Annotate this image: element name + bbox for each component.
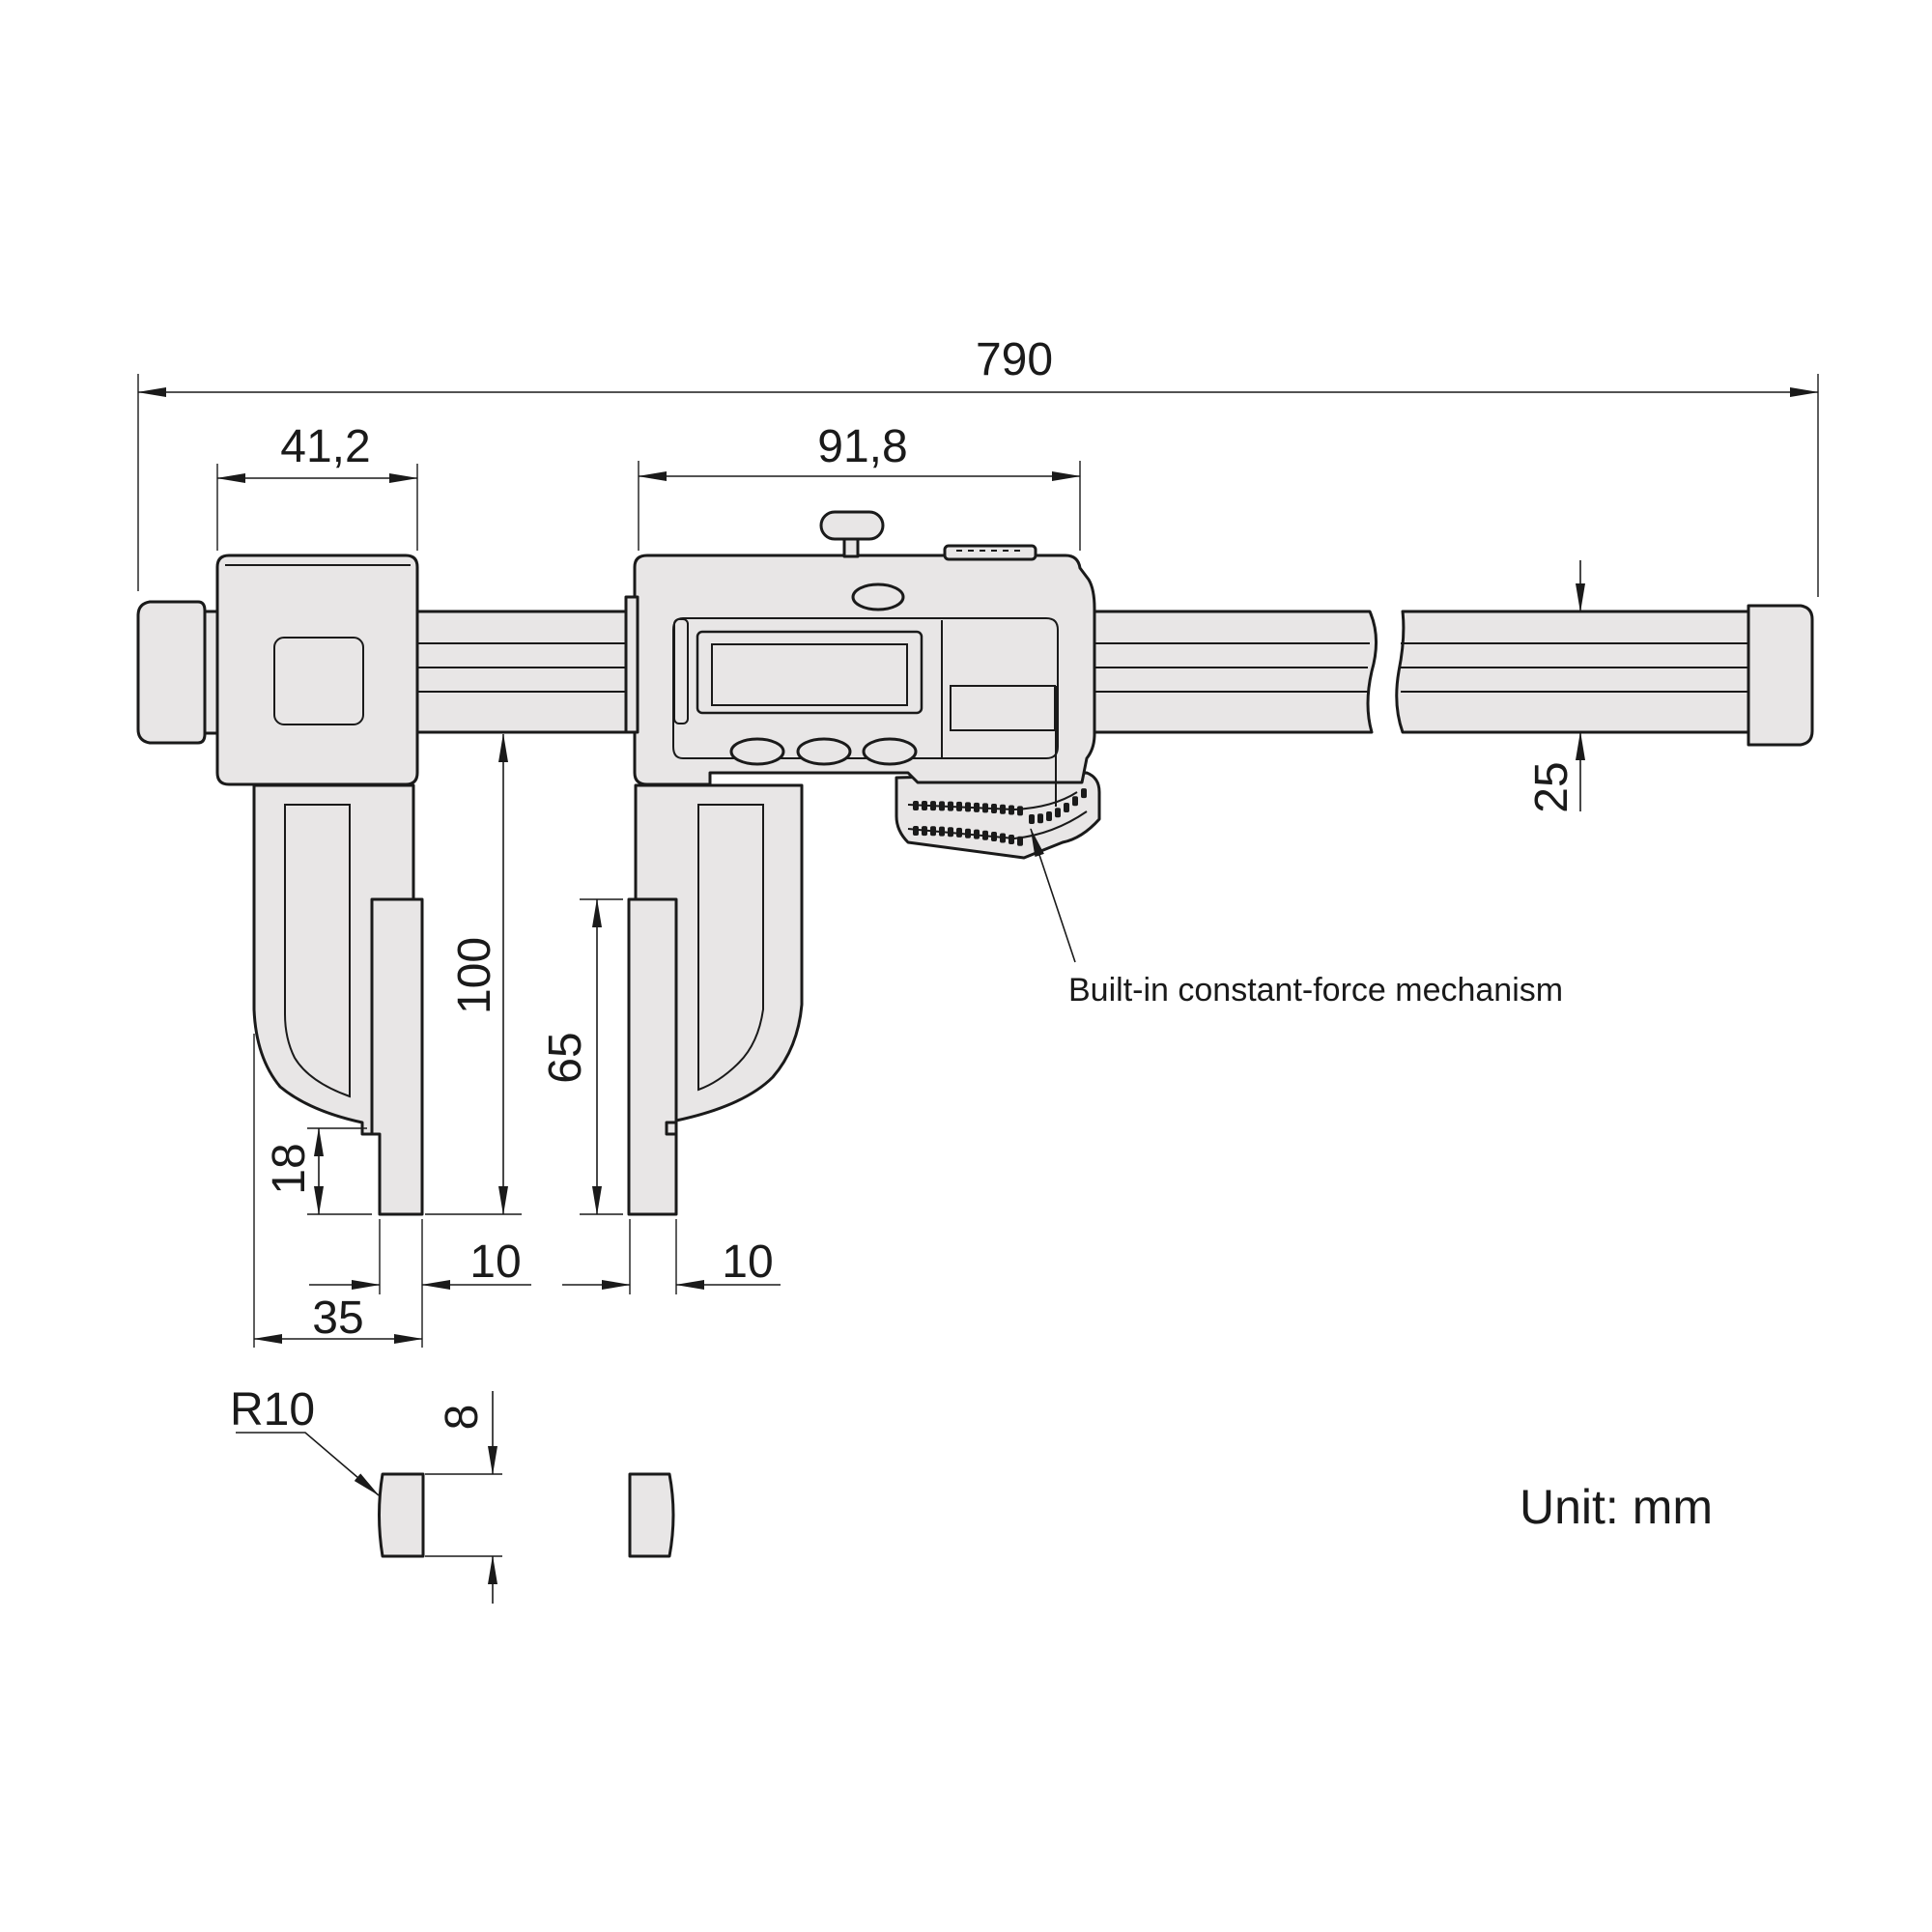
knurl-tooth [956,801,962,811]
beam-far-right-section [1395,610,1750,734]
knurl-tooth [930,801,936,811]
knurl-tooth [913,801,919,810]
fixed-jaw-tip [370,897,424,1216]
thumb-knob-icon [819,510,885,541]
knurl-tooth [965,828,971,838]
display-button-2 [796,737,852,766]
knurl-tooth [982,803,988,813]
slider-head [624,510,1096,807]
dim-fixed-tip-width: 10 [469,1236,521,1288]
dim-fixed-head-width: 41,2 [280,421,370,472]
caliper-body [136,510,1814,1558]
knurl-tooth [1055,808,1061,818]
unit-label: Unit: mm [1520,1480,1713,1534]
right-end-cap [1747,604,1814,747]
dimension-lines [137,374,1819,1604]
knurl-tooth [948,801,953,811]
dim-slider-width: 91,8 [817,421,907,472]
knurl-tooth [913,826,919,836]
knurl-tooth [1081,788,1087,799]
dim-outside-jaw-length: 100 [449,937,500,1014]
top-oval-button [851,582,905,611]
fixed-tip-cross-section [378,1472,425,1558]
knurl-tooth [922,826,927,837]
knurl-tooth [1000,833,1006,843]
knurl-tooth [991,804,997,814]
beam-left-section [413,610,638,734]
knurl-tooth [1072,796,1078,807]
knurl-tooth [1046,811,1052,822]
dim-slider-tip-width: 10 [722,1236,773,1288]
knurl-tooth [1037,813,1043,824]
mechanism-callout-label: Built-in constant-force mechanism [1068,972,1563,1009]
knurl-tooth [939,801,945,811]
knurl-tooth [922,801,927,811]
knurl-tooth [1017,806,1023,816]
knurl-tooth [948,827,953,838]
knurl-tooth [1009,835,1014,845]
knurl-pattern [913,788,1087,846]
beam-right-section [1092,610,1378,734]
dimension-labels: 790 41,2 91,8 25 100 65 18 10 10 35 R10 … [230,334,1577,1435]
knurl-tooth [1029,814,1035,824]
slider-jaw-tip [627,897,678,1216]
thumb-roller-icon [943,544,1037,561]
knurl-tooth [939,826,945,837]
fixed-jaw [252,783,424,1216]
knurl-tooth [930,826,936,837]
slider-jaw [627,783,804,1216]
display-button-1 [729,737,785,766]
dim-overall-length: 790 [976,334,1053,385]
knurl-tooth [1017,836,1023,846]
dim-jaw-width: 35 [312,1293,363,1344]
display-button-3 [862,737,918,766]
slider-tip-cross-section [628,1472,675,1558]
constant-force-mechanism [895,771,1101,860]
knurl-tooth [974,802,980,812]
knurl-tooth [974,829,980,839]
dim-tip-radius: R10 [230,1384,315,1435]
knurl-tooth [965,802,971,812]
dim-jaw-tip-step: 18 [264,1143,315,1194]
knurl-tooth [1009,805,1014,815]
knurl-tooth [982,830,988,840]
left-end-cap [136,600,207,745]
knurl-tooth [956,827,962,838]
dim-beam-height: 25 [1526,761,1577,812]
dim-tip-thickness: 8 [437,1405,488,1431]
fixed-head [215,554,419,786]
knurl-tooth [991,832,997,842]
knurl-tooth [1000,804,1006,814]
dim-inside-jaw-length: 65 [540,1032,591,1083]
knurl-tooth [1064,803,1069,813]
